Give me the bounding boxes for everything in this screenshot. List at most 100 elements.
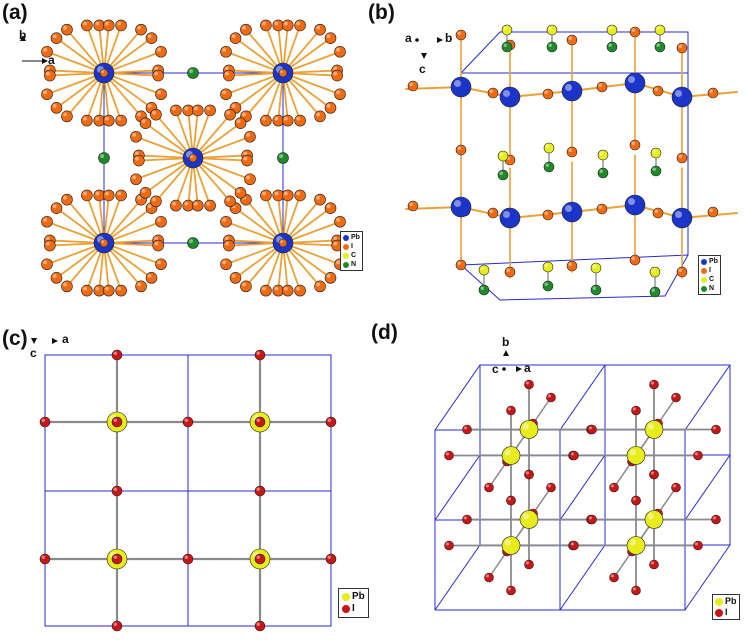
iodine-atom (41, 45, 53, 58)
iodine-atom (676, 152, 688, 164)
nitrogen-atom (98, 152, 110, 164)
iodine-atom (407, 80, 419, 92)
legend-swatch-i (715, 608, 723, 617)
axis-label-c: c (492, 362, 499, 376)
unit-cell-edge (499, 295, 666, 301)
iodine-atom-highlight (632, 587, 636, 591)
iodine-atom (111, 485, 123, 497)
iodine-atom-highlight (274, 191, 279, 196)
iodine-atom-highlight (336, 260, 341, 265)
iodine-atom-highlight (525, 381, 529, 385)
iodine-atom (711, 514, 721, 525)
iodine-atom (707, 87, 719, 99)
nitrogen-atom (542, 280, 554, 292)
lead-atom (450, 196, 472, 218)
axis-label-b: b (445, 31, 453, 45)
iodine-atom-highlight (225, 71, 229, 76)
iodine-atom-highlight (654, 209, 658, 213)
panel-label-b: (b) (368, 1, 395, 24)
carbon-atom (606, 24, 618, 36)
iodine-atom (546, 482, 556, 493)
iodine-atom-highlight (154, 241, 159, 246)
unit-cell-edge (559, 364, 606, 431)
iodine-atom-highlight (137, 282, 142, 287)
iodine-atom (484, 482, 494, 493)
iodine-atom-highlight (588, 516, 592, 520)
lead-atom (626, 536, 646, 555)
iodine-atom (281, 284, 294, 297)
iodine-atom-highlight (41, 418, 45, 422)
iodine-atom (61, 23, 73, 36)
iodine-atom-highlight (409, 202, 413, 206)
nitrogen-atom-highlight (279, 154, 284, 158)
iodine-atom (254, 416, 266, 428)
carbon-atom-highlight (480, 266, 484, 270)
legend-swatch-n (701, 285, 707, 292)
iodine-atom-highlight (256, 487, 260, 491)
legend-swatch-i (342, 605, 350, 613)
iodine-atom-highlight (184, 106, 189, 111)
iodine-atom (61, 110, 73, 123)
iodine-atom-highlight (283, 191, 288, 196)
nitrogen-atom-highlight (499, 171, 503, 175)
iodine-atom (152, 239, 164, 252)
unit-cell-edge (434, 364, 481, 431)
iodine-atom (223, 69, 235, 82)
iodine-atom-highlight (83, 21, 87, 26)
nitrogen-atom (187, 67, 199, 79)
iodine-atom (229, 272, 242, 284)
lead-atom (644, 510, 664, 529)
iodine-atom-highlight (243, 156, 248, 161)
iodine-atom (220, 45, 232, 58)
iodine-atom-highlight (333, 241, 338, 246)
nitrogen-atom-highlight (651, 288, 655, 292)
legend-item-pb: Pb (701, 257, 718, 266)
carbon-atom (542, 261, 554, 273)
iodine-atom (569, 540, 579, 551)
axis-arrows-a (20, 35, 48, 64)
iodine-atom (81, 19, 93, 32)
nitrogen-atom (478, 284, 490, 296)
iodine-atom (102, 284, 115, 297)
iodine-atom (204, 199, 216, 212)
iodine-atom (135, 23, 147, 36)
iodine-atom (444, 450, 454, 461)
iodine-atom (152, 69, 164, 82)
iodine-atom-highlight (712, 516, 716, 520)
iodine-atom (44, 239, 56, 252)
iodine-atom (182, 416, 194, 428)
nitrogen-atom-highlight (652, 167, 656, 171)
iodine-atom (566, 260, 578, 272)
iodine-atom-highlight (63, 282, 67, 287)
iodine-atom-highlight (184, 418, 188, 422)
legend-item-c: C (701, 275, 718, 284)
iodine-atom (102, 19, 115, 32)
iodine-atom-highlight (632, 407, 636, 411)
carbon-atom (501, 24, 513, 36)
iodine-atom-highlight (113, 351, 117, 355)
iodine-atom (294, 114, 306, 127)
axis-label-b: b (502, 335, 510, 349)
nitrogen-atom (501, 41, 513, 53)
iodine-atom-highlight (95, 191, 100, 196)
iodine-atom (244, 130, 256, 143)
iodine-atom-highlight (225, 241, 229, 246)
lead-atom (561, 80, 583, 102)
iodine-atom (631, 495, 641, 506)
iodine-atom (711, 424, 721, 435)
iodine-atom (240, 280, 252, 293)
unit-cell-edge (684, 364, 731, 431)
iodine-atom-highlight (95, 21, 100, 26)
iodine-atom (281, 189, 294, 202)
panel-label-a: (a) (2, 1, 28, 24)
iodine-atom-highlight (147, 104, 152, 108)
iodine-atom (462, 424, 472, 435)
iodine-atom-highlight (63, 112, 67, 117)
iodine-atom (504, 266, 516, 278)
iodine-atom-highlight (226, 197, 231, 202)
nitrogen-atom-highlight (189, 69, 193, 73)
iodine-atom-highlight (256, 555, 260, 559)
iodine-atom-highlight (256, 351, 260, 355)
iodine-atom-highlight (650, 471, 654, 475)
iodine-atom (39, 416, 51, 428)
